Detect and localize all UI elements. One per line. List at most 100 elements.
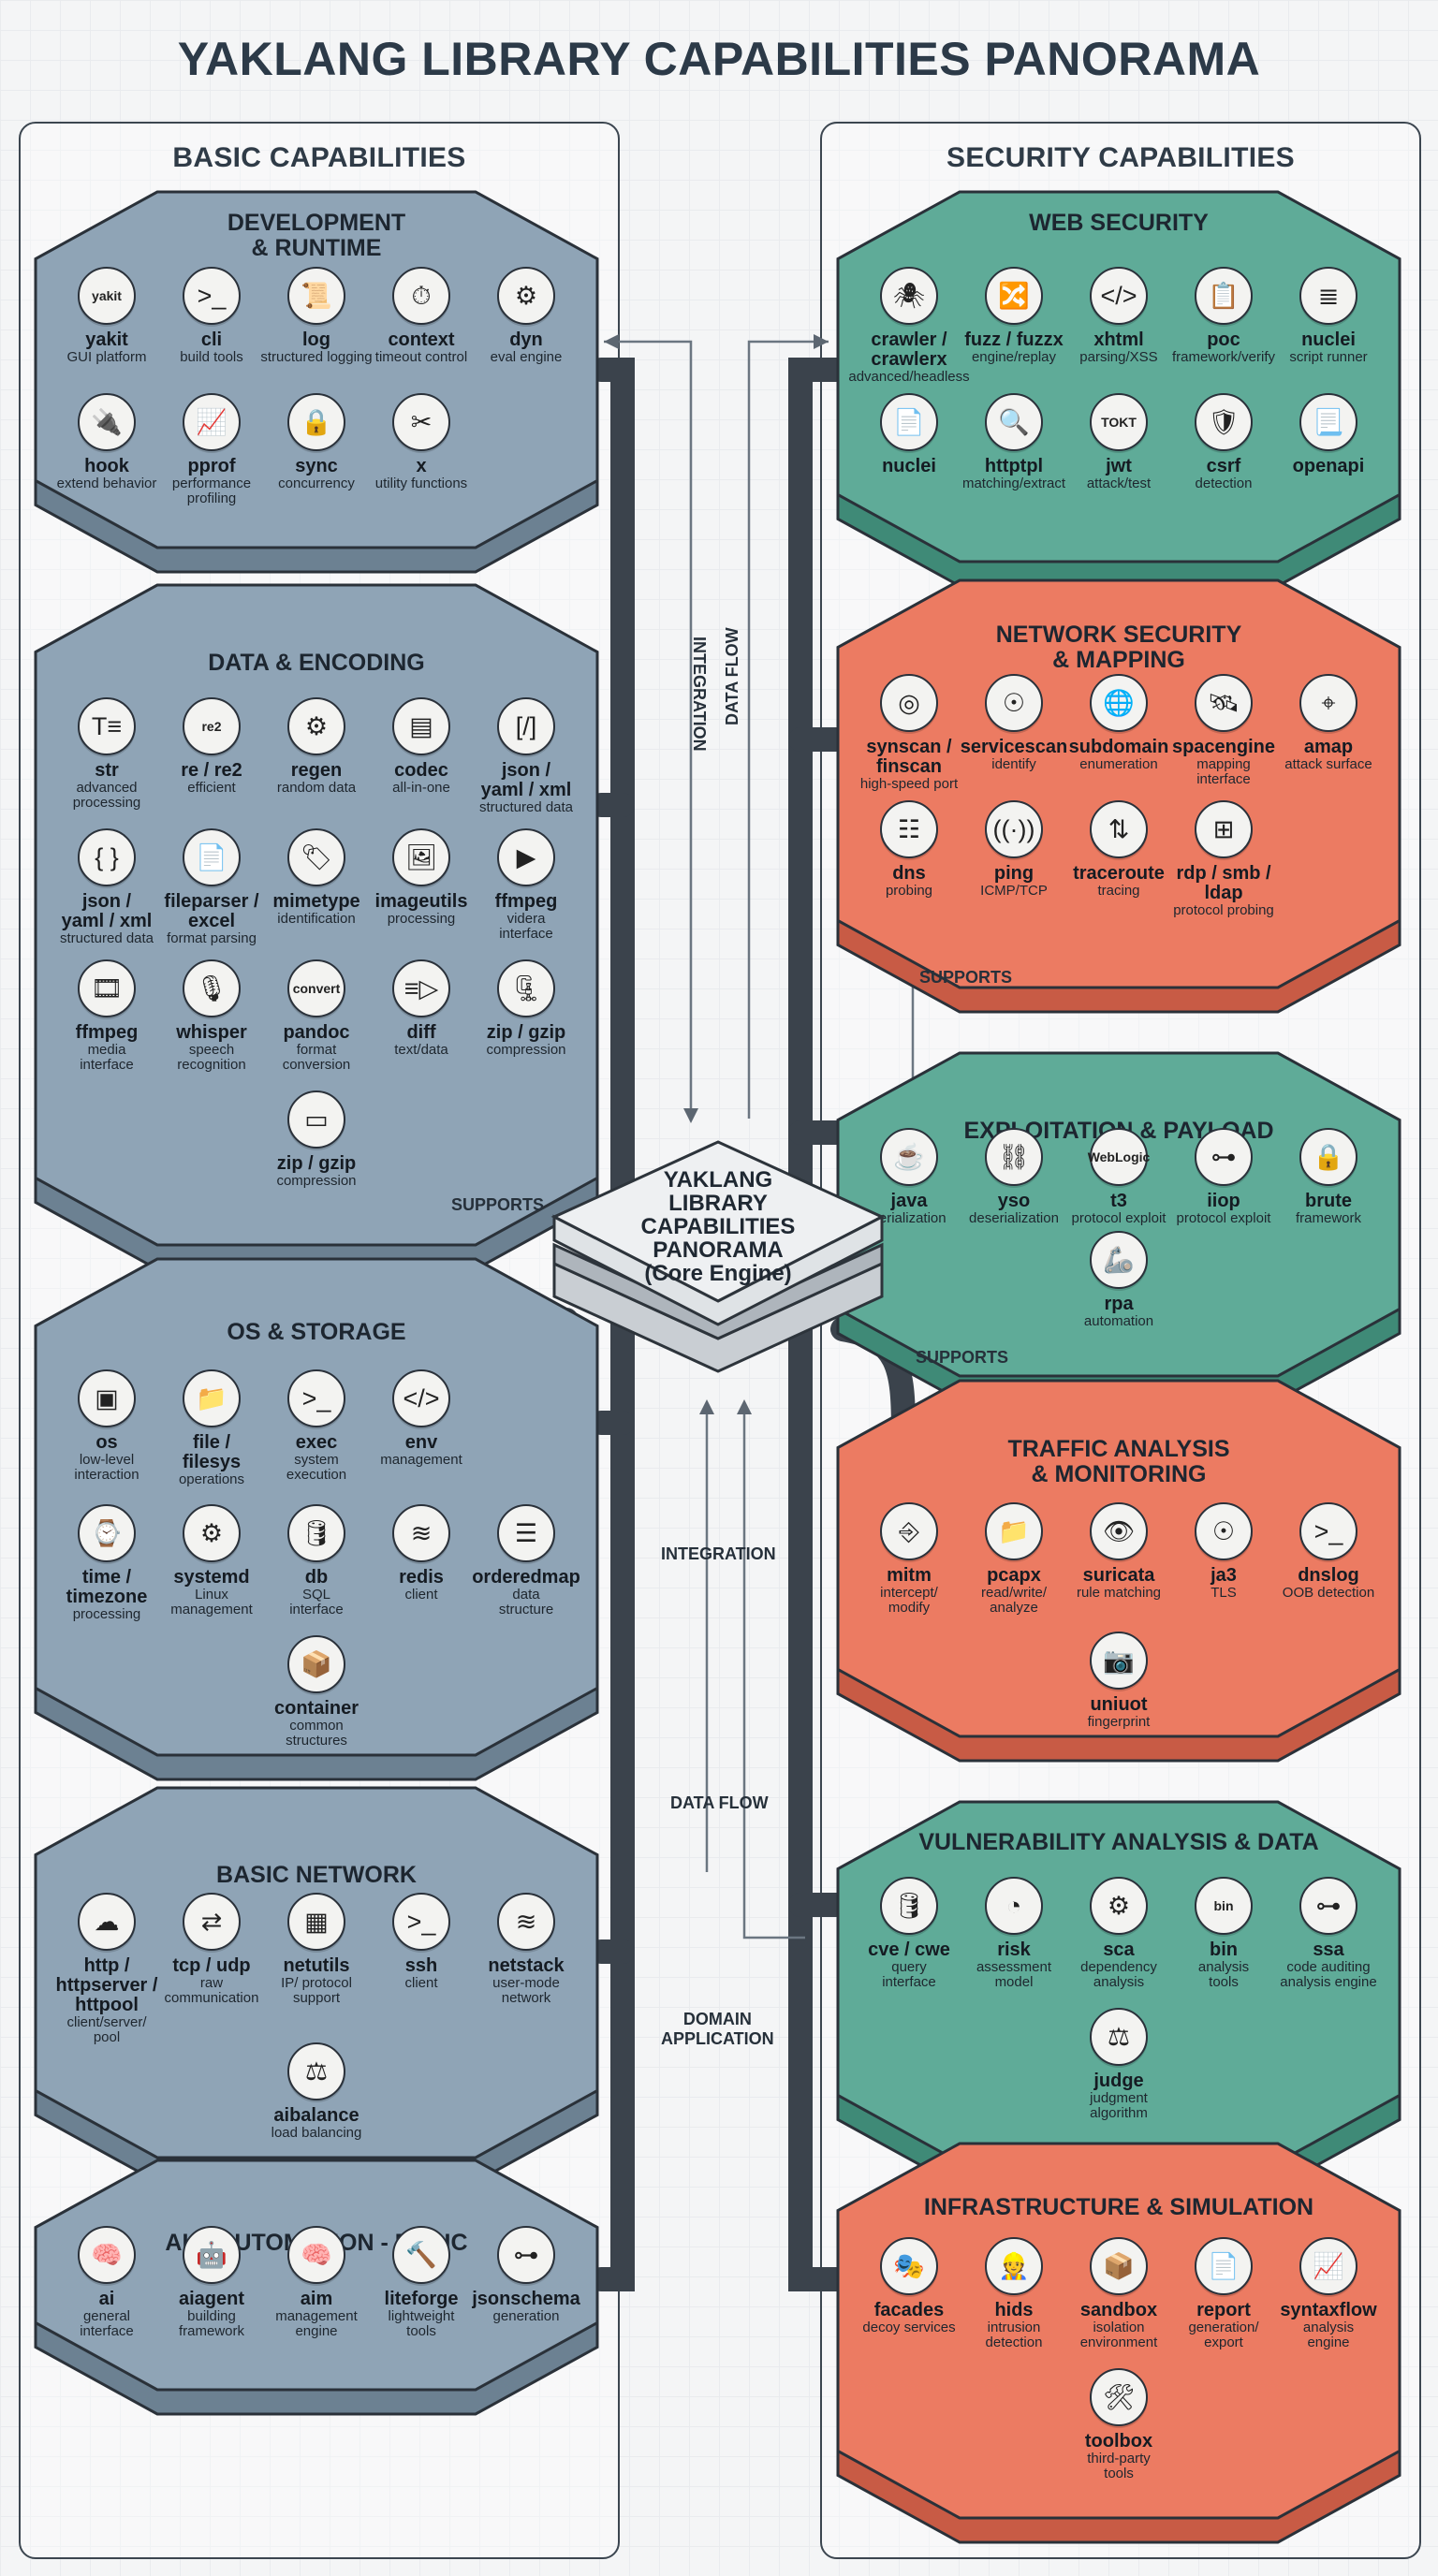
csrf-icon: 🛡 (1195, 393, 1253, 451)
arrow-head-7 (814, 334, 829, 349)
mitm-icon: ⎆ (880, 1502, 938, 1560)
capability-openapi[interactable]: 📃openapi (1263, 393, 1394, 476)
capability-nuclei[interactable]: 📄nuclei (844, 393, 975, 476)
brute-icon: 🔒 (1299, 1128, 1357, 1186)
capability-description: high-speed port (859, 776, 959, 792)
capability-name: uniuot (1090, 1694, 1148, 1715)
capability-description: utility functions (374, 476, 468, 491)
regen-icon: ⚙ (287, 697, 345, 755)
group-title: EXPLOITATION & PAYLOAD (963, 1118, 1273, 1144)
capability-description: advanced processing (72, 780, 141, 811)
group-title: VULNERABILITY ANALYSIS & DATA (918, 1829, 1319, 1855)
